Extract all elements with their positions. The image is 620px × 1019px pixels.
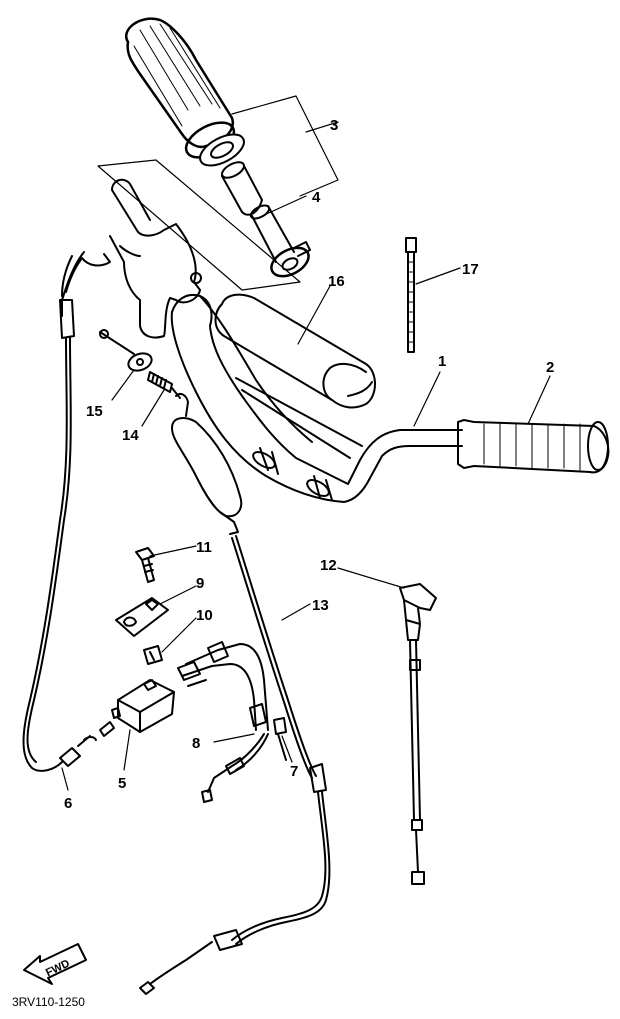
callout-17: 17: [462, 261, 479, 278]
callouts: 1 2 3 4 5 6 7 8 9 10 11 12 13 14 15 16 1…: [64, 117, 554, 812]
cable-clamp: [273, 717, 287, 761]
leader-lines: [61, 121, 551, 791]
plate: [115, 597, 169, 637]
leader-4: [261, 195, 307, 217]
handlebar: [170, 294, 463, 503]
throttle-housing: [109, 178, 202, 339]
fwd-label: FWD: [44, 958, 72, 980]
callout-2: 2: [546, 359, 554, 376]
screw: [135, 547, 155, 583]
cable-tie: [405, 237, 417, 353]
callout-8: 8: [192, 735, 200, 752]
reference-code: 3RV110-1250: [12, 995, 85, 1009]
left-grip: [125, 17, 245, 167]
brake-cable: [139, 393, 331, 995]
throttle-cable: [22, 251, 115, 772]
throttle-sleeve: [221, 161, 311, 278]
callout-15: 15: [86, 403, 103, 420]
callout-11: 11: [196, 539, 212, 556]
callout-10: 10: [196, 607, 213, 624]
callout-16: 16: [328, 273, 345, 290]
callout-7: 7: [290, 763, 298, 780]
callout-bracket-3: [231, 95, 339, 197]
switch-wires: [177, 641, 269, 803]
right-grip: [457, 419, 610, 474]
adjuster-bolt: [99, 329, 153, 372]
callout-12: 12: [320, 557, 337, 574]
callout-4: 4: [312, 189, 321, 206]
handlebar-pad: [214, 293, 376, 409]
clip: [143, 645, 163, 665]
callout-6: 6: [64, 795, 72, 812]
callout-13: 13: [312, 597, 329, 614]
fwd-arrow-icon: [23, 943, 87, 985]
callout-9: 9: [196, 575, 204, 592]
callout-14: 14: [122, 427, 139, 444]
front-brake-cable: [399, 583, 437, 885]
switch-housing: [111, 679, 175, 733]
spring-adjuster: [147, 371, 181, 399]
callout-3: 3: [330, 117, 338, 134]
callout-5: 5: [118, 775, 126, 792]
callout-1: 1: [438, 353, 446, 370]
throttle-housing-outline: [97, 159, 301, 291]
